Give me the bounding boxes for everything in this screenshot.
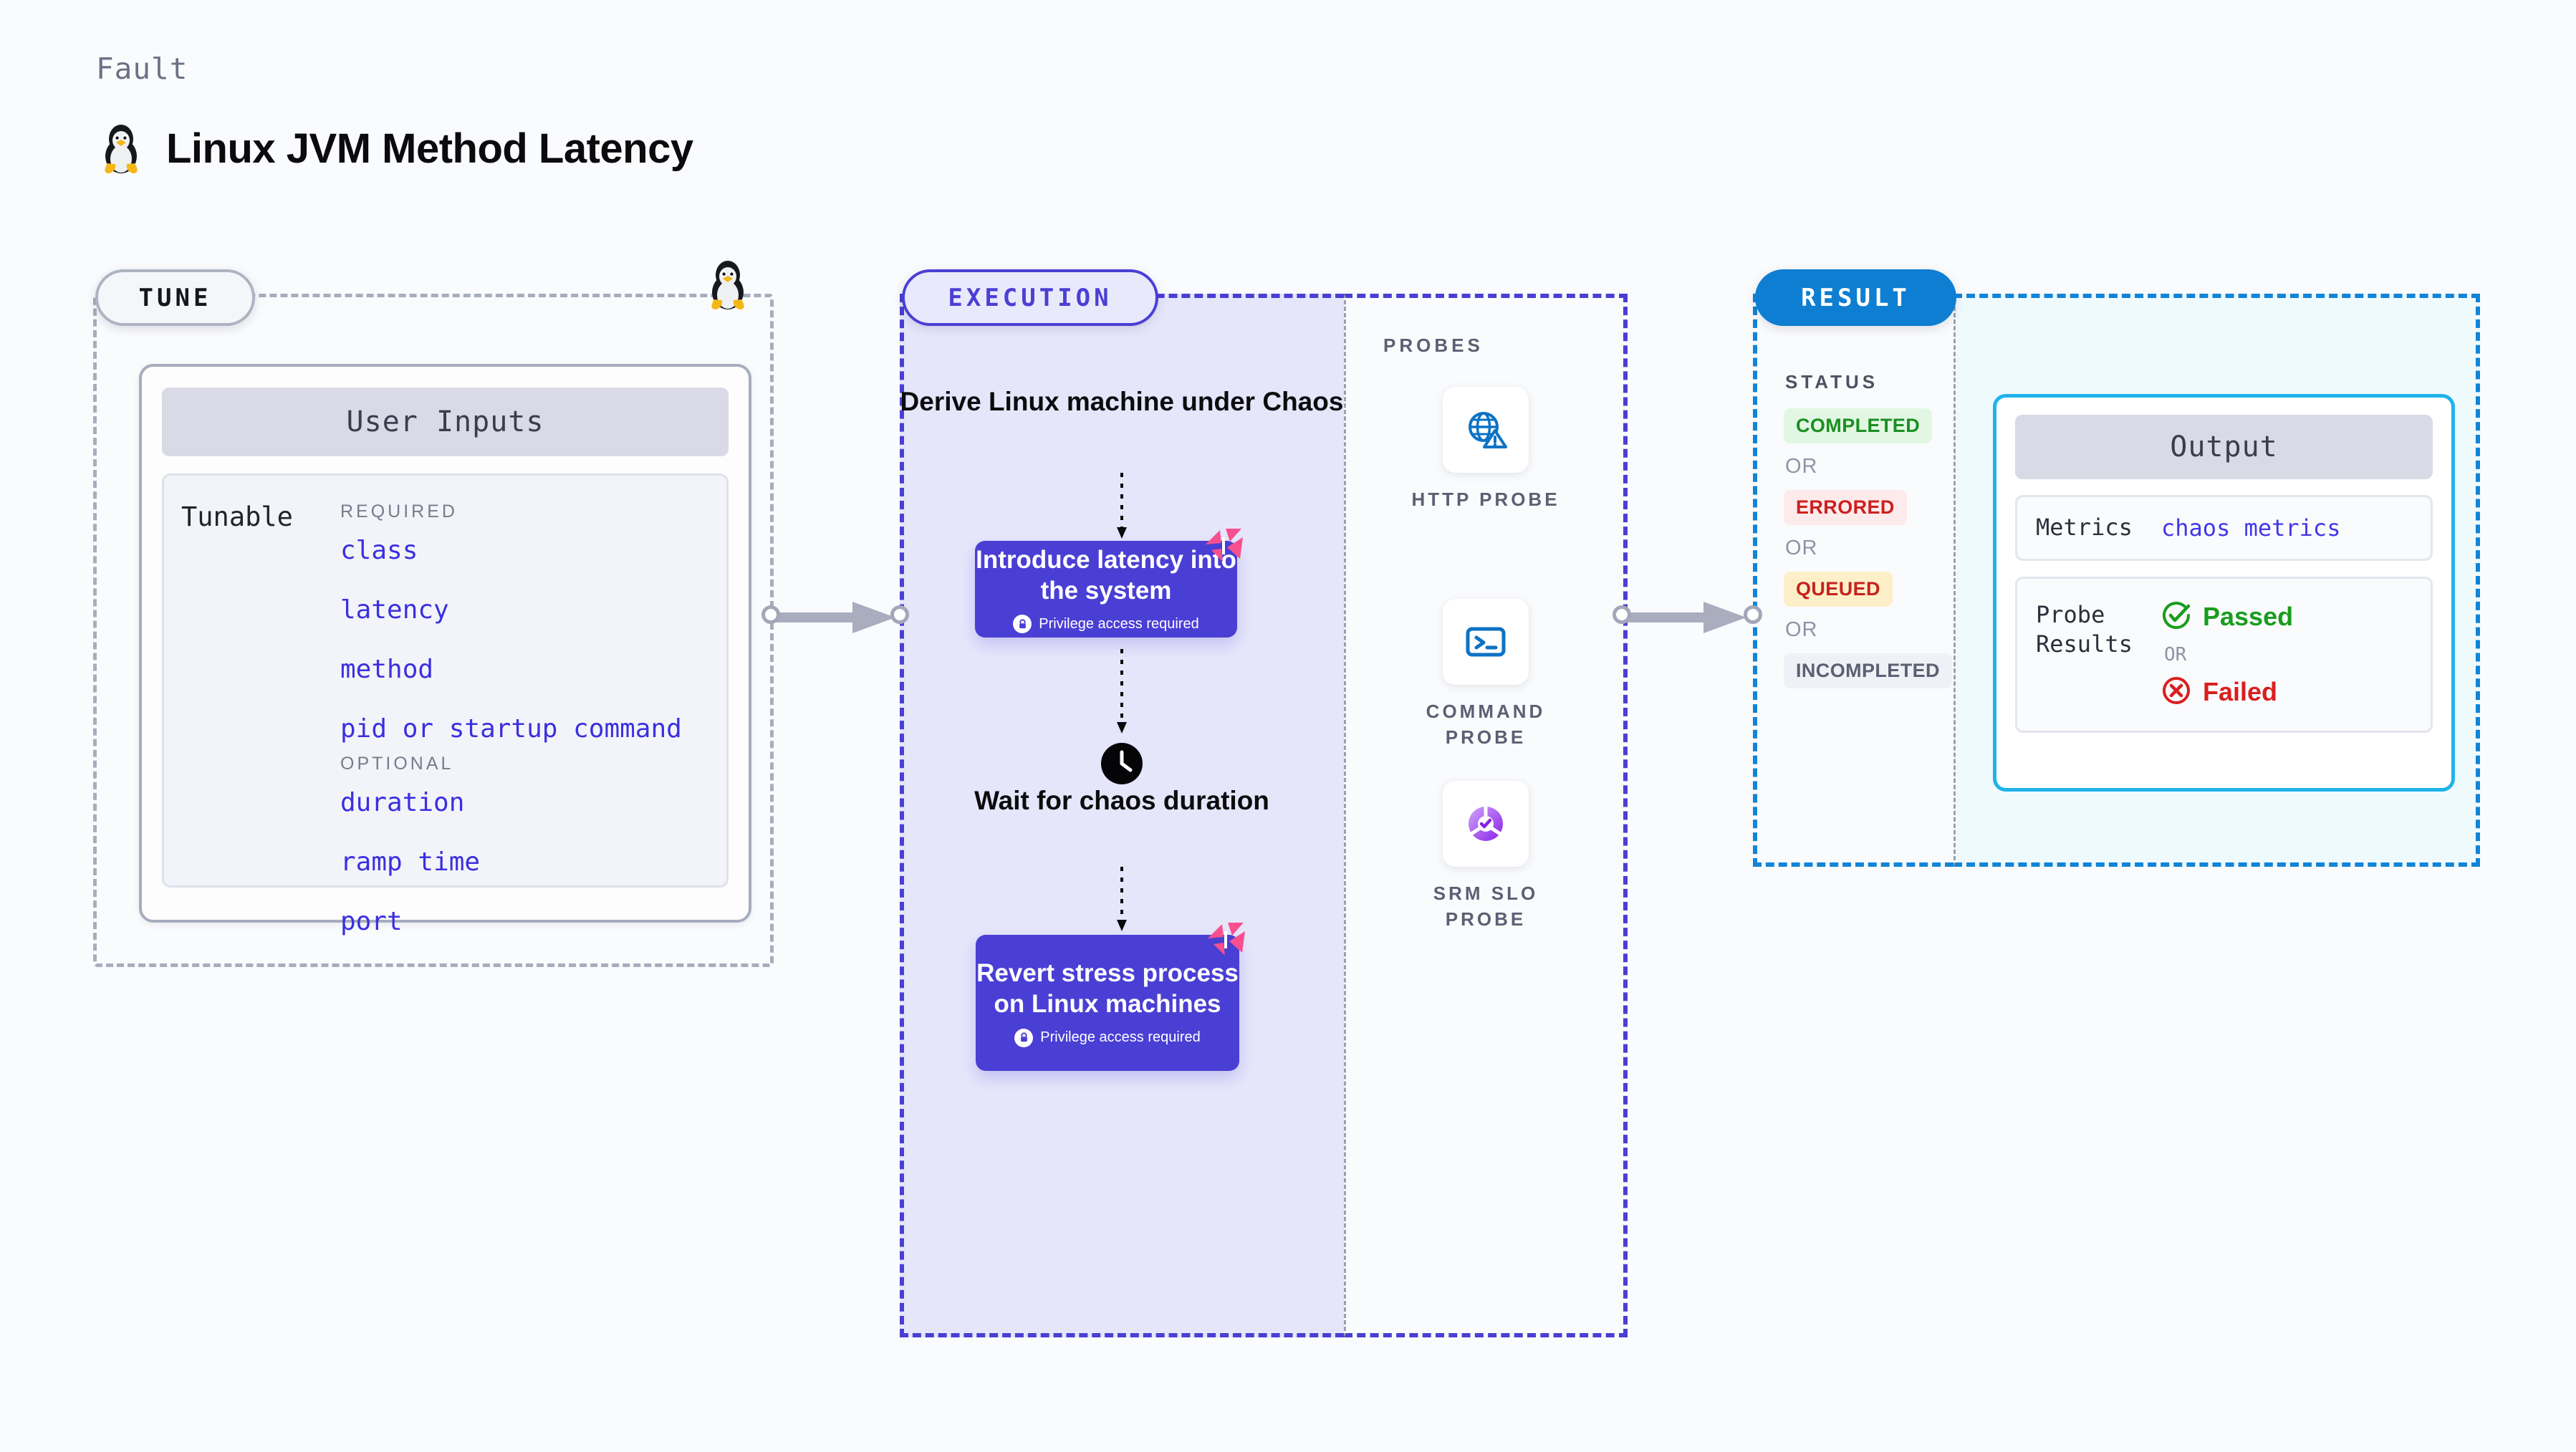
privilege-note-2: Privilege access required [1014, 1028, 1201, 1047]
output-metrics-value[interactable]: chaos metrics [2161, 514, 2341, 542]
status-or-1: OR [1785, 455, 1818, 478]
probes-title: PROBES [1383, 335, 1484, 356]
privilege-note-1: Privilege access required [1013, 615, 1199, 634]
check-circle-icon [2161, 600, 2191, 634]
status-badge-completed: COMPLETED [1784, 408, 1933, 443]
output-probe-results-row: Probe Results Passed OR [2015, 576, 2433, 733]
tunable-field-port[interactable]: port [340, 907, 403, 936]
slo-donut-check-icon [1443, 781, 1529, 867]
execution-step-revert-stress[interactable]: Revert stress process on Linux machines … [976, 935, 1239, 1071]
output-header: Output [2015, 415, 2433, 479]
status-list: COMPLETED OR ERRORED OR QUEUED OR INCOMP… [1784, 408, 1952, 688]
tune-stage-panel [93, 294, 774, 967]
tunable-field-latency[interactable]: latency [340, 595, 449, 625]
linux-tux-penguin-icon [99, 122, 143, 175]
tunable-field-duration[interactable]: duration [340, 788, 465, 817]
stage-badge-tune[interactable]: TUNE [95, 269, 255, 326]
probe-result-failed: Failed [2161, 675, 2293, 709]
optional-group-label: OPTIONAL [340, 754, 454, 774]
flow-arrow-2-icon [1115, 649, 1129, 739]
user-inputs-card: User Inputs Tunable REQUIRED class laten… [139, 364, 751, 936]
probe-result-failed-label: Failed [2203, 677, 2278, 707]
user-inputs-header: User Inputs [162, 388, 729, 456]
status-or-2: OR [1785, 537, 1818, 559]
tunable-field-ramp-time[interactable]: ramp time [340, 847, 481, 877]
page-title: Linux JVM Method Latency [166, 125, 693, 172]
probe-results-values: Passed OR Failed [2161, 600, 2293, 709]
tunable-field-method[interactable]: method [340, 655, 434, 684]
connector-dot-execution-in [890, 605, 909, 624]
linux-tux-node-icon [706, 258, 750, 314]
probe-result-passed-label: Passed [2203, 602, 2294, 632]
page-title-row: Linux JVM Method Latency [99, 122, 693, 175]
fault-kicker-label: Fault [96, 52, 188, 86]
probe-http[interactable]: HTTP PROBE [1393, 387, 1579, 513]
terminal-prompt-icon [1443, 599, 1529, 685]
execution-flow: Derive Linux machine under Chaos Introdu… [900, 294, 1344, 1337]
status-badge-incompleted: INCOMPLETED [1784, 653, 1952, 688]
status-badge-errored: ERRORED [1784, 490, 1907, 525]
tunable-field-list: REQUIRED class latency method pid or sta… [340, 501, 726, 936]
probe-http-label: HTTP PROBE [1411, 489, 1560, 510]
derive-machine-label: Derive Linux machine under Chaos [900, 387, 1344, 416]
harness-logo-icon [1204, 527, 1246, 568]
tunable-body: Tunable REQUIRED class latency method pi… [162, 473, 729, 936]
connector-dot-tune [761, 605, 780, 624]
probe-command[interactable]: COMMAND PROBE [1393, 599, 1579, 751]
execution-step-2-title: Revert stress process on Linux machines [976, 959, 1239, 1018]
tunable-field-class[interactable]: class [340, 536, 418, 565]
required-group-label: REQUIRED [340, 501, 458, 521]
connector-dot-result-in [1744, 605, 1762, 624]
privilege-note-1-label: Privilege access required [1039, 615, 1199, 632]
stage-badge-result[interactable]: RESULT [1755, 269, 1956, 326]
flow-arrow-1-icon [1115, 473, 1129, 545]
output-probe-results-key: Probe Results [2036, 600, 2133, 658]
wait-for-chaos-duration-label: Wait for chaos duration [974, 786, 1269, 815]
output-metrics-row: Metrics chaos metrics [2015, 495, 2433, 561]
status-title: STATUS [1785, 371, 1879, 393]
execution-step-introduce-latency[interactable]: Introduce latency into the system Privil… [975, 541, 1237, 638]
output-metrics-key: Metrics [2036, 514, 2133, 541]
stage-badge-execution[interactable]: EXECUTION [902, 269, 1158, 326]
globe-warning-icon [1443, 387, 1529, 473]
status-badge-queued: QUEUED [1784, 572, 1893, 607]
flow-arrow-3-icon [1115, 867, 1129, 936]
probe-srm-slo[interactable]: SRM SLO PROBE [1393, 781, 1579, 933]
connector-tune-to-execution [766, 596, 910, 643]
lock-icon [1014, 1028, 1034, 1047]
tunable-label: Tunable [181, 501, 293, 532]
privilege-note-2-label: Privilege access required [1040, 1029, 1201, 1046]
probe-srm-slo-label: SRM SLO PROBE [1433, 883, 1539, 930]
clock-icon [1100, 741, 1144, 789]
status-or-3: OR [1785, 618, 1818, 641]
probe-command-label: COMMAND PROBE [1426, 701, 1546, 748]
lock-icon [1013, 615, 1032, 634]
x-circle-icon [2161, 675, 2191, 709]
probe-result-passed: Passed [2161, 600, 2293, 634]
output-card: Output Metrics chaos metrics Probe Resul… [1993, 394, 2455, 792]
connector-dot-probes [1613, 605, 1631, 624]
harness-logo-icon [1206, 921, 1248, 962]
execution-step-1-title: Introduce latency into the system [976, 545, 1236, 605]
execution-stage-panel [900, 294, 1344, 1337]
tunable-field-pid-or-startup-command[interactable]: pid or startup command [340, 714, 682, 744]
probe-result-or: OR [2164, 643, 2187, 665]
connector-execution-to-result [1618, 596, 1761, 643]
